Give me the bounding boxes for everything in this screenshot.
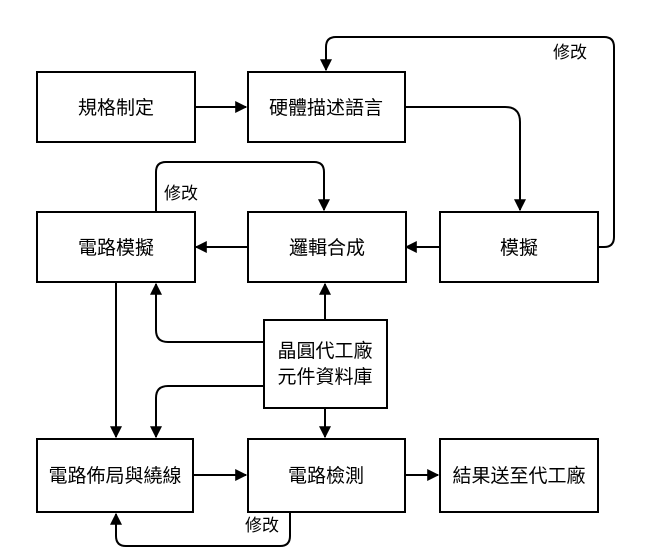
node-hdl: 硬體描述語言 <box>247 71 406 143</box>
node-foundry-label: 結果送至代工廠 <box>452 464 585 487</box>
node-library-label-line2: 元件資料庫 <box>277 366 372 388</box>
node-spec: 規格制定 <box>36 71 196 143</box>
edge-sim-to-hdl <box>320 36 615 248</box>
edge-library-to-circuit-sim <box>150 282 264 343</box>
node-hdl-label: 硬體描述語言 <box>269 97 383 119</box>
node-hdl-box <box>247 71 406 143</box>
node-circuit-sim-box <box>36 211 196 283</box>
edge-circuit-sim-to-synthesis <box>155 161 330 212</box>
node-verify-box <box>247 438 406 513</box>
node-spec-label: 規格制定 <box>78 97 154 119</box>
node-place-route: 電路佈局與繞線 <box>36 438 194 513</box>
node-synthesis: 邏輯合成 <box>247 211 407 283</box>
node-sim-box <box>439 211 599 283</box>
edge-library-to-place-route <box>150 385 264 439</box>
node-foundry: 結果送至代工廠 <box>439 438 599 513</box>
node-verify: 電路檢測 <box>247 438 406 513</box>
edge-label-verify-to-place-route: 修改 <box>245 516 279 536</box>
node-synthesis-box <box>247 211 407 283</box>
edges <box>110 36 615 547</box>
node-library-label-line1: 晶圓代工廠 <box>277 339 372 362</box>
node-place-route-box <box>36 438 194 513</box>
node-foundry-box <box>439 438 599 513</box>
node-verify-label: 電路檢測 <box>288 465 364 487</box>
node-circuit-sim: 電路模擬 <box>36 211 196 283</box>
edge-verify-to-place-route <box>110 512 291 547</box>
node-synthesis-label: 邏輯合成 <box>289 237 365 259</box>
edge-label-sim-to-hdl: 修改 <box>553 43 587 63</box>
node-sim-label: 模擬 <box>500 237 538 259</box>
edge-label-circuit-sim-to-synthesis: 修改 <box>164 184 198 204</box>
node-place-route-label: 電路佈局與繞線 <box>48 465 181 487</box>
node-spec-box <box>36 71 196 143</box>
node-library: 晶圓代工廠 元件資料庫 <box>263 319 388 409</box>
edge-hdl-to-sim <box>405 106 526 212</box>
node-library-box <box>263 319 388 409</box>
node-sim: 模擬 <box>439 211 599 283</box>
node-circuit-sim-label: 電路模擬 <box>78 237 154 259</box>
